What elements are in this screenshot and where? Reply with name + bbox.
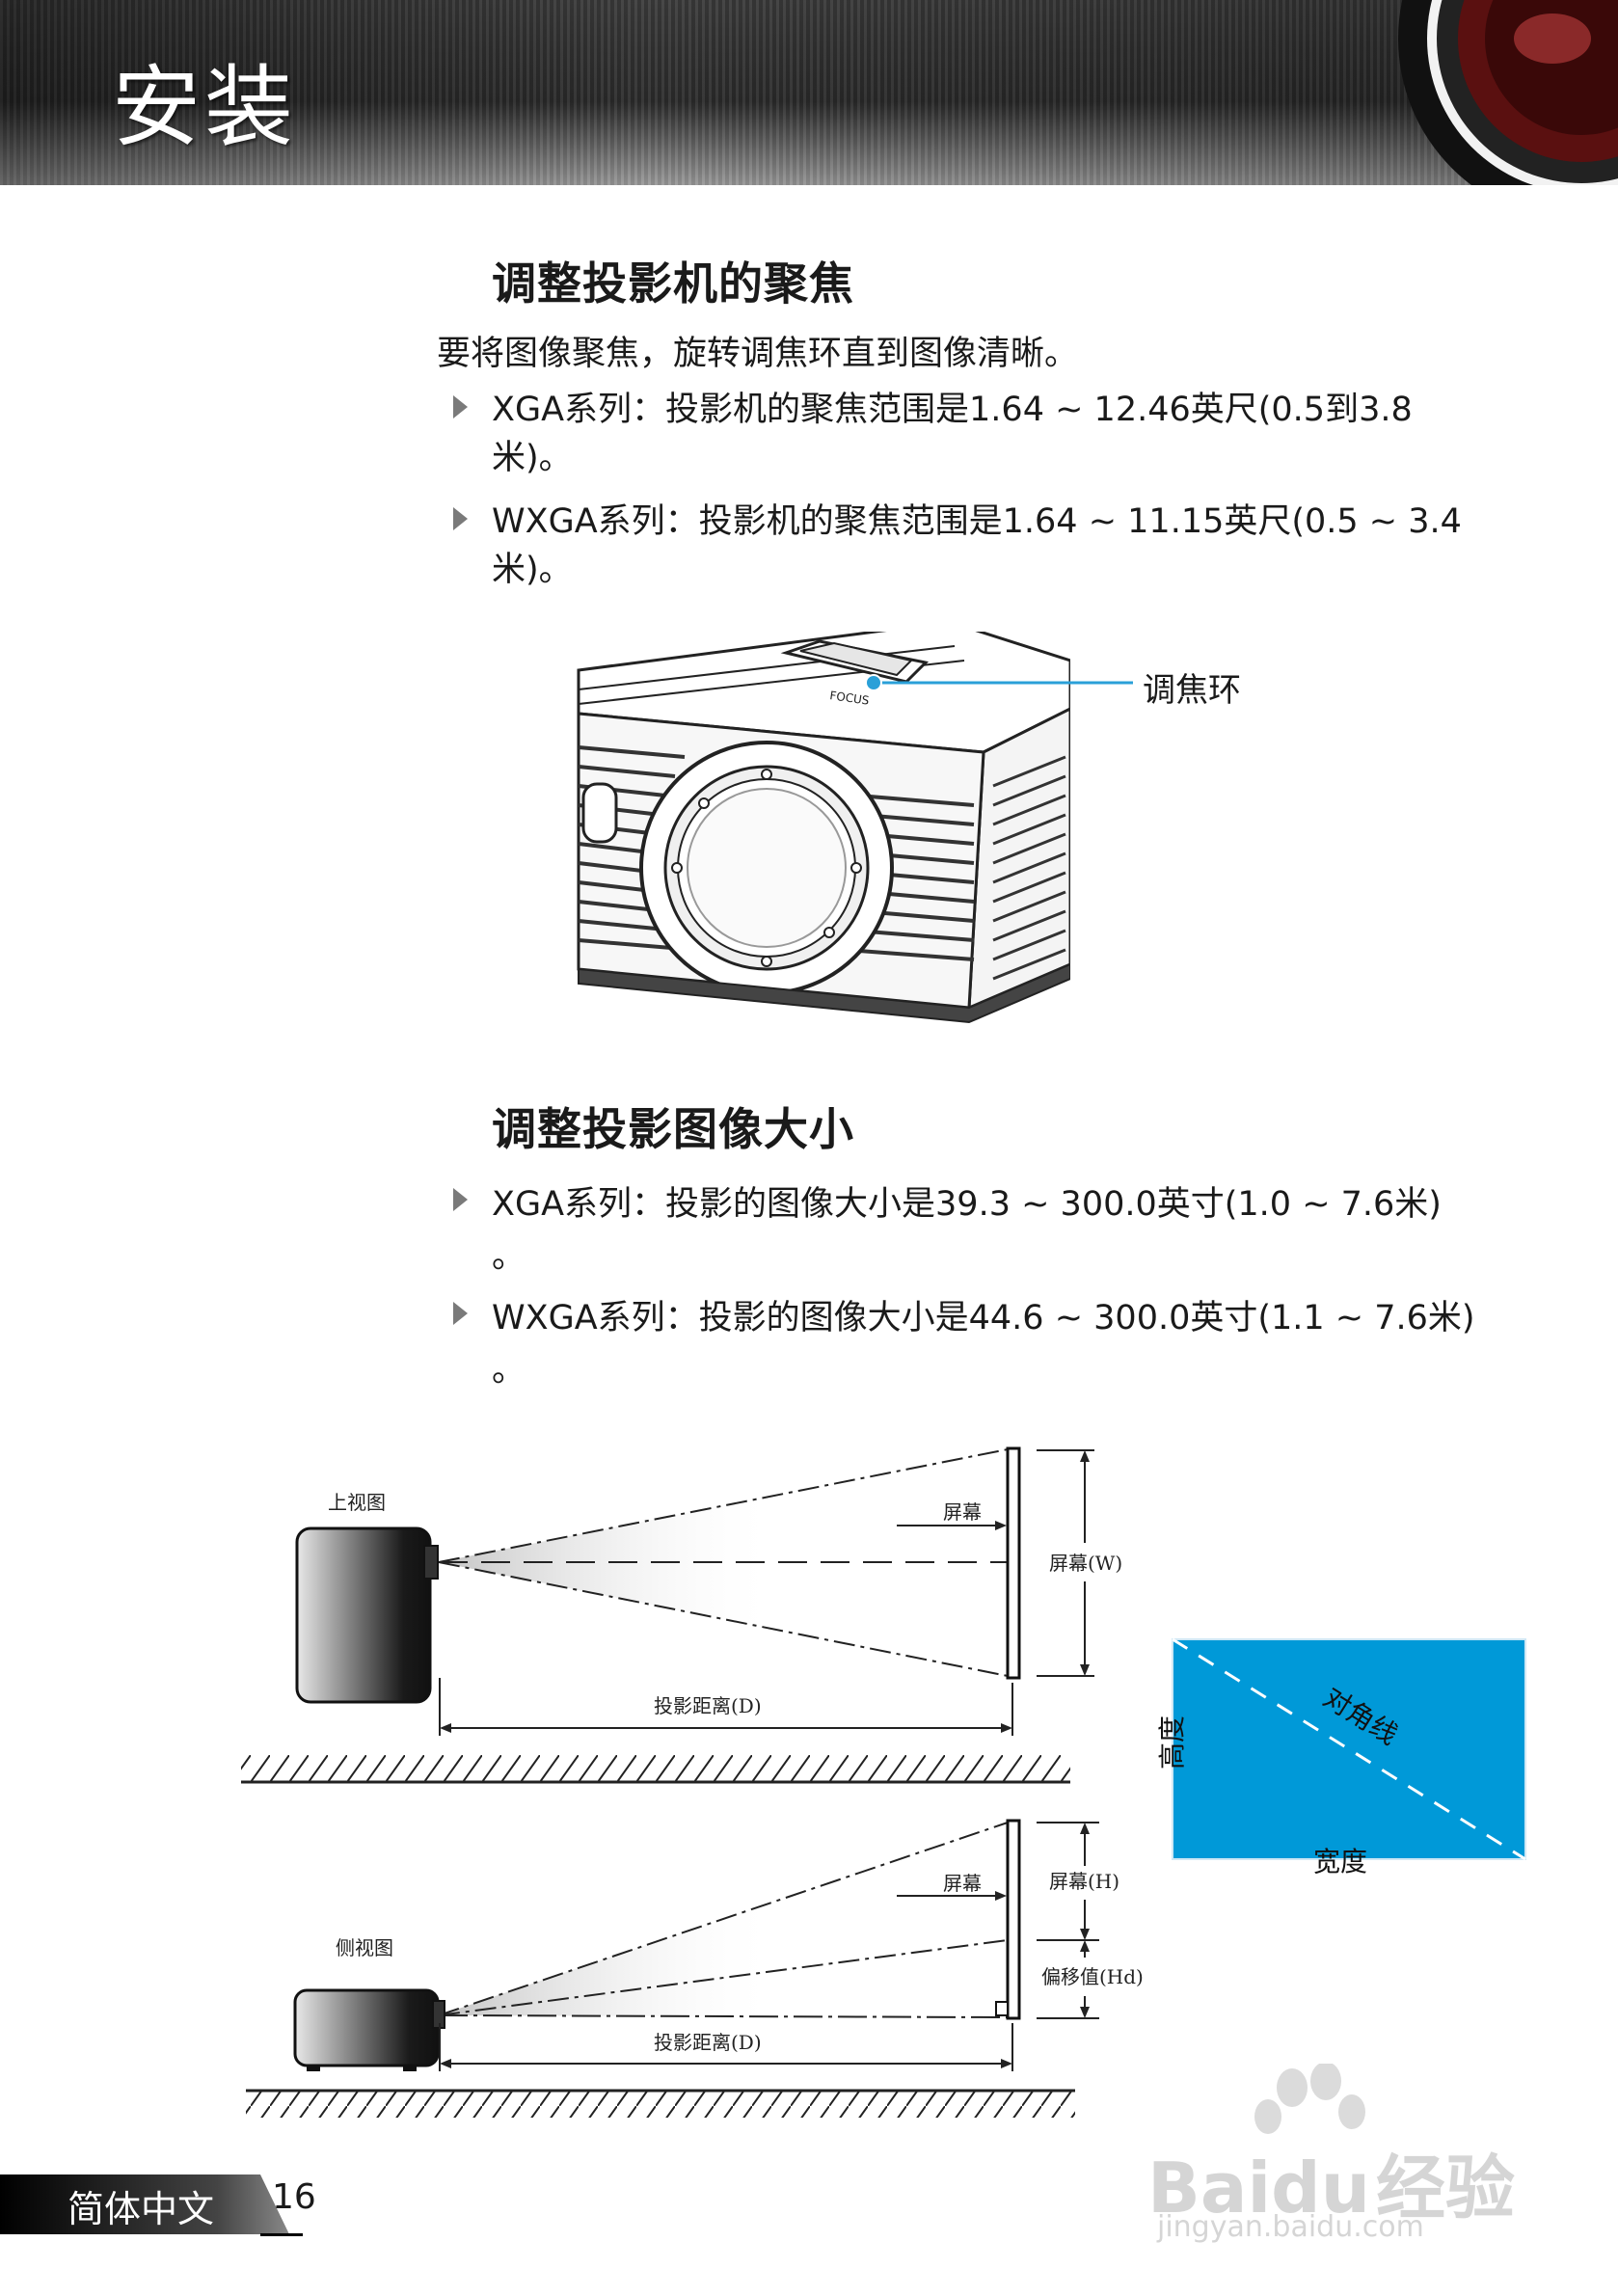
footer-language: 简体中文	[67, 2188, 215, 2230]
bullet-text: WXGA系列：投影机的聚焦范围是1.64 ~ 11.15英尺(0.5 ~ 3.4…	[492, 502, 1462, 589]
side-screen-label: 屏幕	[943, 1872, 982, 1895]
size-bullet-xga: XGA系列：投影的图像大小是39.3 ~ 300.0英寸(1.0 ~ 7.6米)…	[453, 1178, 1533, 1283]
header-shade	[0, 0, 1618, 185]
page-number: 16	[272, 2177, 316, 2217]
focus-intro: 要将图像聚焦，旋转调焦环直到图像清晰。	[437, 335, 1079, 373]
watermark-url: jingyan.baidu.com	[1157, 2210, 1424, 2244]
side-view-label: 侧视图	[336, 1936, 393, 1959]
page-title: 安装	[112, 56, 298, 159]
bullet-arrow-icon	[453, 395, 468, 419]
header-texture	[0, 0, 1618, 185]
page-header: 安装	[0, 0, 1618, 185]
size-bullet-wxga: WXGA系列：投影的图像大小是44.6 ~ 300.0英寸(1.1 ~ 7.6米…	[453, 1292, 1533, 1396]
bullet-arrow-icon	[453, 1302, 468, 1325]
bullet-text: XGA系列：投影的图像大小是39.3 ~ 300.0英寸(1.0 ~ 7.6米)…	[492, 1185, 1442, 1276]
top-distance-label: 投影距离(D)	[654, 1694, 762, 1717]
side-distance-label: 投影距离(D)	[654, 2031, 762, 2054]
projection-diagram: 上视图 屏幕 屏幕(W) 投影距离(D) 侧视图 屏幕 屏幕(H) 偏移值(Hd…	[241, 1446, 1526, 2118]
top-view-label: 上视图	[328, 1491, 386, 1514]
size-heading: 调整投影图像大小	[492, 1103, 854, 1155]
bullet-arrow-icon	[453, 507, 468, 530]
footer-rule	[260, 2233, 303, 2236]
paw-icon	[1254, 2064, 1365, 2134]
bullet-text: WXGA系列：投影的图像大小是44.6 ~ 300.0英寸(1.1 ~ 7.6米…	[492, 1299, 1475, 1390]
baidu-watermark: Baidu经验 jingyan.baidu.com	[1147, 2064, 1552, 2244]
focus-heading: 调整投影机的聚焦	[492, 257, 854, 310]
focus-ring-callout: 调焦环	[1143, 671, 1241, 710]
focus-mark-text: FOCUS	[829, 689, 871, 708]
screen-width-label: 屏幕(W)	[1049, 1552, 1122, 1575]
screen-height-label: 屏幕(H)	[1049, 1870, 1119, 1893]
watermark-logo: Baidu经验	[1147, 2147, 1515, 2228]
top-screen-label: 屏幕	[943, 1500, 982, 1524]
focus-bullet-xga: XGA系列：投影机的聚焦范围是1.64 ~ 12.46英尺(0.5到3.8 米)…	[453, 386, 1533, 482]
bullet-arrow-icon	[453, 1188, 468, 1211]
offset-label: 偏移值(Hd)	[1041, 1965, 1144, 1988]
bullet-text: XGA系列：投影机的聚焦范围是1.64 ~ 12.46英尺(0.5到3.8 米)…	[492, 391, 1413, 477]
focus-bullet-wxga: WXGA系列：投影机的聚焦范围是1.64 ~ 11.15英尺(0.5 ~ 3.4…	[453, 498, 1533, 594]
projector-illustration: FOCUS	[577, 632, 1133, 1024]
lens-graphic	[1398, 0, 1618, 185]
width-label: 宽度	[1313, 1846, 1367, 1877]
height-label: 高度	[1156, 1715, 1188, 1769]
footer-language-bar	[0, 2174, 289, 2234]
